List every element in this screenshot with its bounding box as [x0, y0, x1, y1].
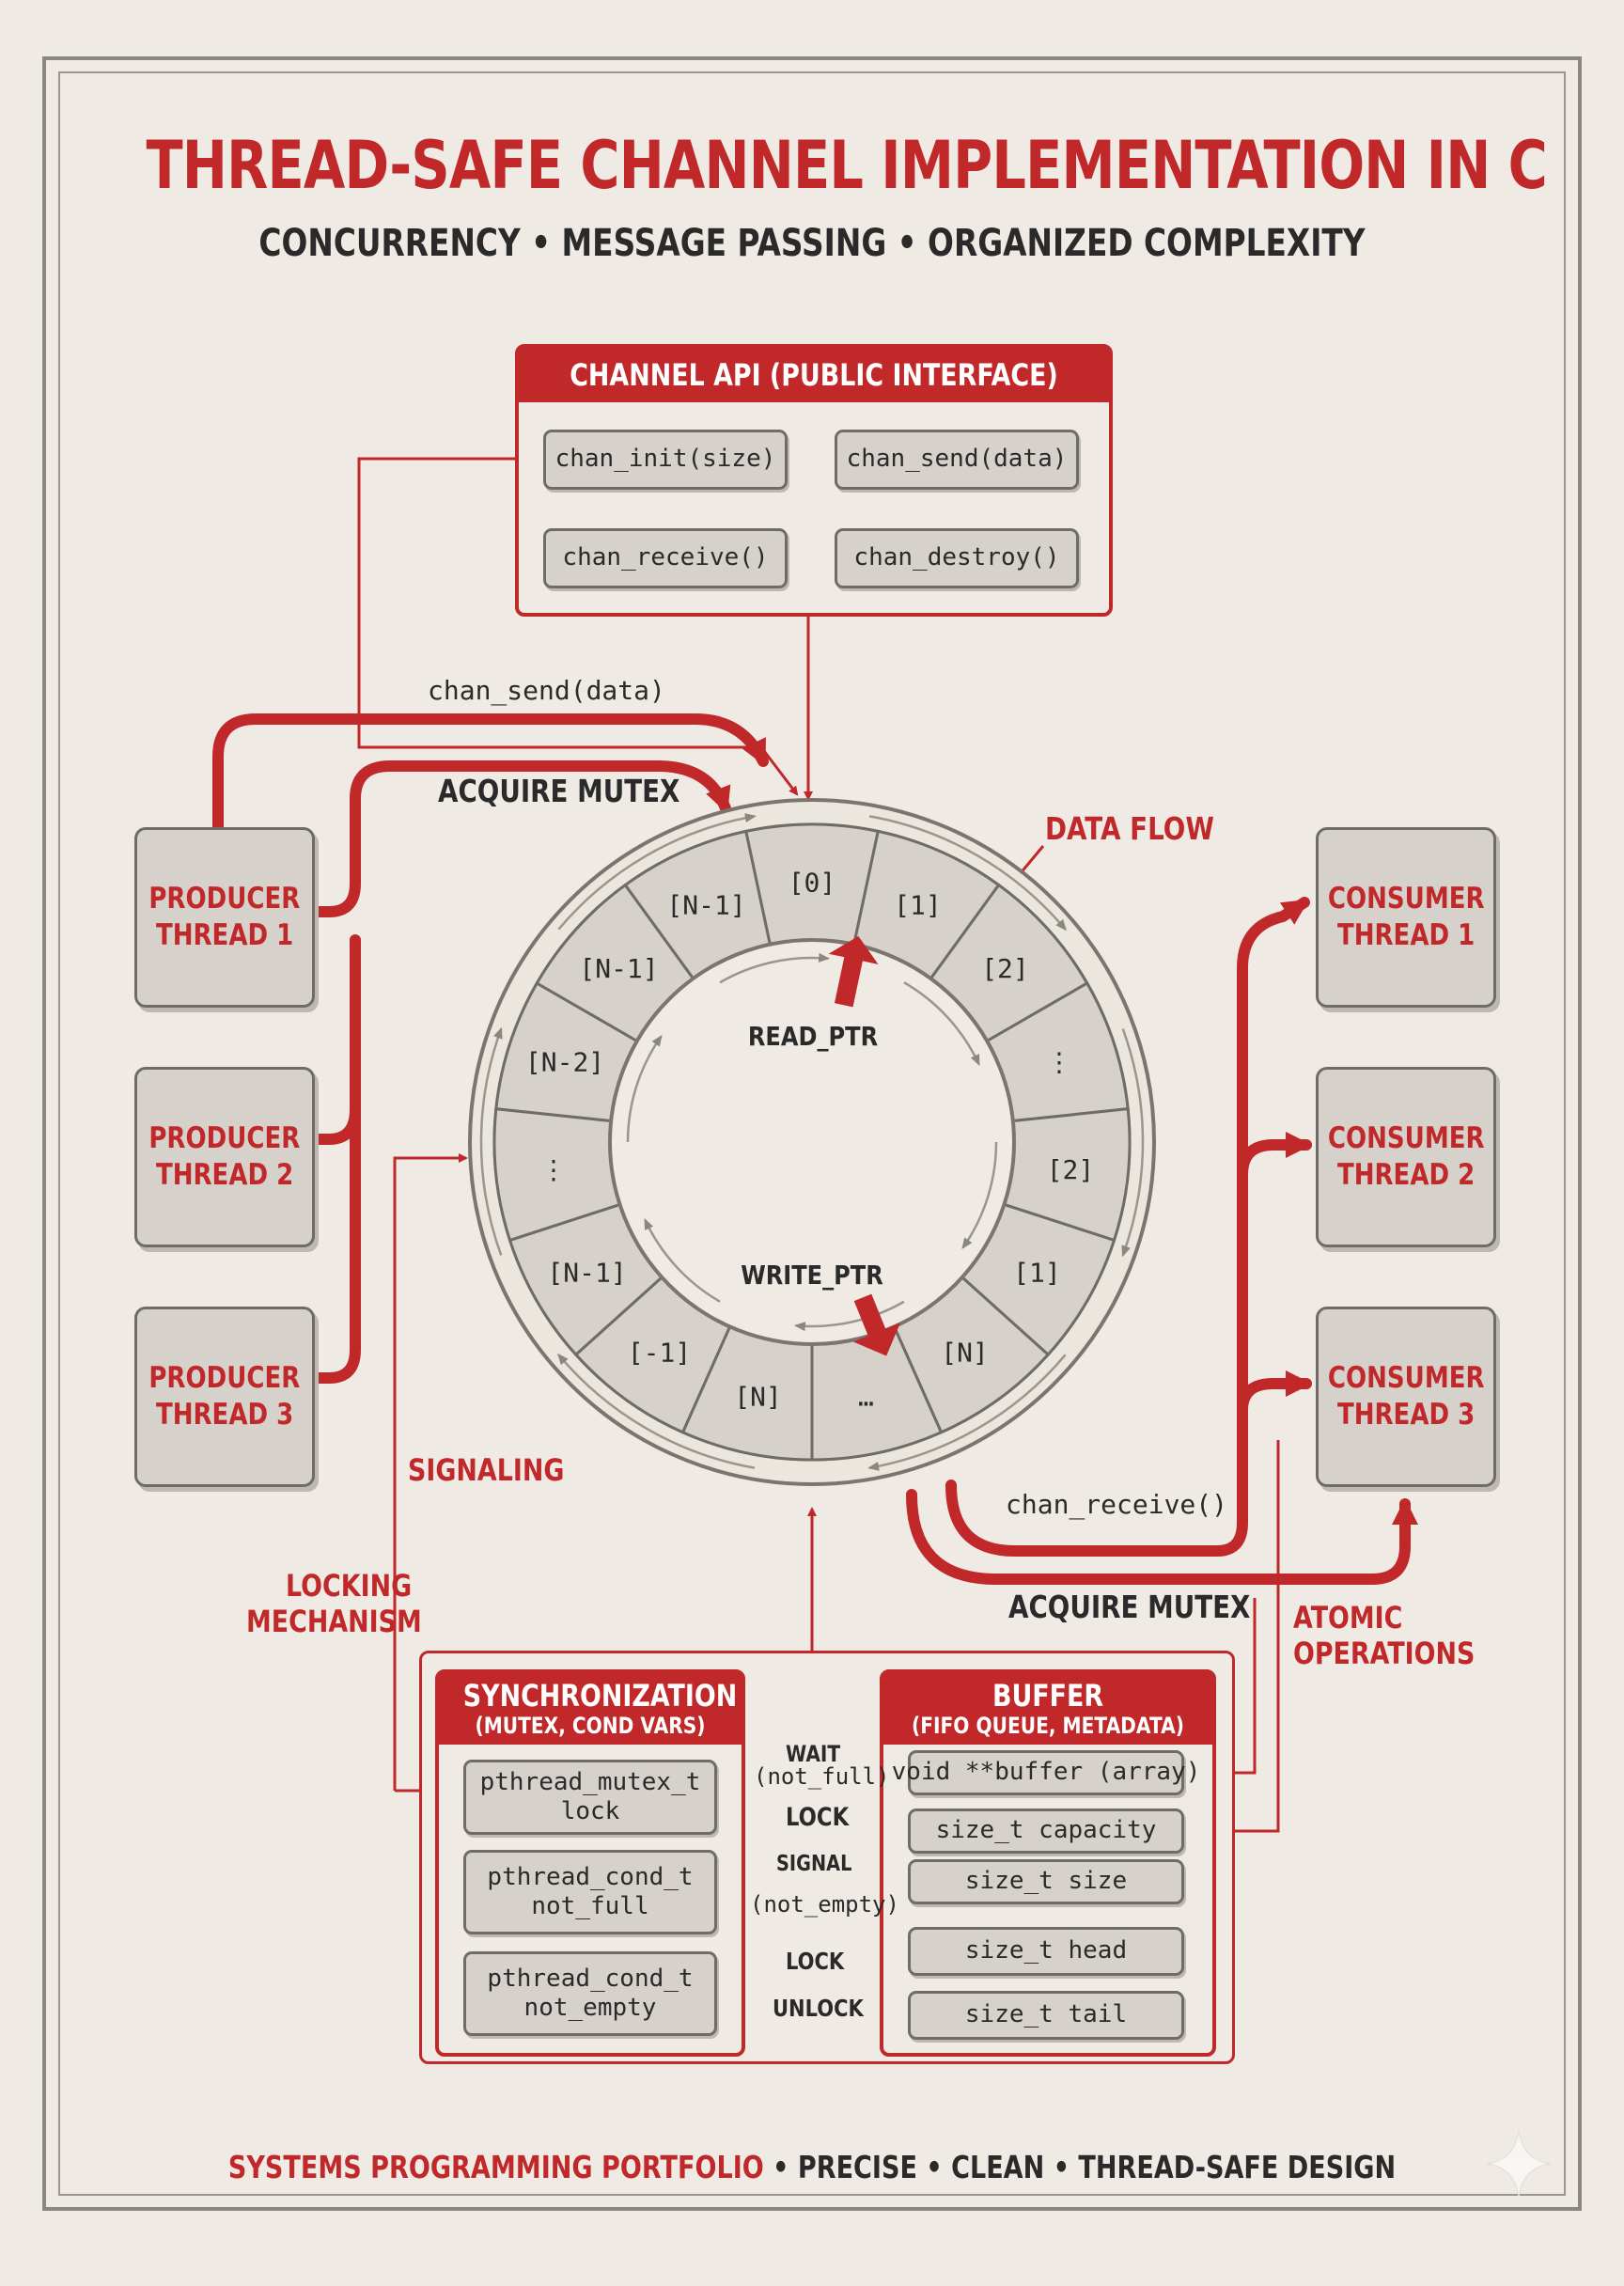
- data-flow-pointer: [1018, 845, 1045, 875]
- acquire-mutex-top-label: ACQUIRE MUTEX: [438, 773, 680, 809]
- wait-label: WAIT: [786, 1741, 841, 1767]
- consumer-thread-2[interactable]: CONSUMER THREAD 2: [1316, 1067, 1496, 1247]
- ring-slots: [0] [1] [2] ⋮ [2] [1] [N] … [N] [-1] [N-1] ⋮ [N-2] [N…: [492, 822, 1132, 1462]
- acquire-mutex-bottom-label: ACQUIRE MUTEX: [1008, 1589, 1251, 1625]
- ring-flow-arrows: [479, 813, 1145, 1471]
- ring-slot-label: [N-1]: [666, 889, 745, 920]
- not-empty-label: (not_empty): [750, 1891, 899, 1918]
- unlock-label: UNLOCK: [773, 1995, 864, 2022]
- chan-init-box[interactable]: chan_init(size): [543, 430, 788, 490]
- size-box[interactable]: size_t size: [908, 1859, 1184, 1904]
- capacity-box[interactable]: size_t capacity: [908, 1808, 1184, 1854]
- ring-slot-label: [N-1]: [579, 953, 658, 984]
- flow-arc: [626, 1034, 663, 1143]
- receive-call-label: chan_receive(): [1006, 1489, 1228, 1520]
- buffer-panel-subtitle: (FIFO QUEUE, METADATA): [912, 1713, 1184, 1739]
- consumer-thread-1[interactable]: CONSUMER THREAD 1: [1316, 827, 1496, 1008]
- sync-panel-header: SYNCHRONIZATION (MUTEX, COND VARS): [439, 1673, 742, 1745]
- page-subtitle: CONCURRENCY • MESSAGE PASSING • ORGANIZE…: [258, 222, 1366, 265]
- read-pointer-arrow: [828, 935, 879, 1008]
- buffer-panel-header: BUFFER (FIFO QUEUE, METADATA): [883, 1673, 1212, 1745]
- producer-thread-1[interactable]: PRODUCER THREAD 1: [134, 827, 315, 1008]
- flow-arc: [793, 1300, 905, 1332]
- ring-slot-label: [0]: [789, 868, 836, 899]
- consumer-thread-3[interactable]: CONSUMER THREAD 3: [1316, 1307, 1496, 1487]
- sync-panel-subtitle: (MUTEX, COND VARS): [475, 1713, 706, 1739]
- ring-slot-label: [2]: [1047, 1154, 1095, 1185]
- atomic-label-1: ATOMIC: [1293, 1600, 1403, 1636]
- chan-destroy-box[interactable]: chan_destroy(): [835, 528, 1079, 588]
- ring-slot-label: [N]: [734, 1381, 782, 1412]
- flow-arc: [868, 815, 1067, 932]
- flow-arc: [479, 1026, 503, 1256]
- lock-label: LOCK: [786, 1803, 850, 1832]
- write-pointer-label: WRITE_PTR: [741, 1260, 883, 1291]
- flow-arc: [1121, 1028, 1145, 1258]
- footer-tagline: • PRECISE • CLEAN • THREAD-SAFE DESIGN: [763, 2149, 1397, 2185]
- ring-slot-label: [N-1]: [547, 1257, 626, 1288]
- footer-portfolio: SYSTEMS PROGRAMMING PORTFOLIO: [227, 2149, 764, 2185]
- chan-send-box[interactable]: chan_send(data): [835, 430, 1079, 490]
- flow-arc: [903, 981, 980, 1066]
- data-flow-label: DATA FLOW: [1045, 810, 1214, 847]
- outer-frame: [42, 56, 1582, 2211]
- sync-panel-title: SYNCHRONIZATION: [462, 1678, 738, 1714]
- chan-receive-box[interactable]: chan_receive(): [543, 528, 788, 588]
- send-call-label: chan_send(data): [428, 675, 665, 706]
- cond-not-empty-box[interactable]: pthread_cond_t not_empty: [463, 1951, 717, 2036]
- signal-label: SIGNAL: [776, 1852, 852, 1876]
- flow-arc: [644, 1218, 721, 1303]
- lock2-label: LOCK: [786, 1948, 845, 1975]
- locking-label-1: LOCKING: [286, 1568, 413, 1604]
- producer-thread-2[interactable]: PRODUCER THREAD 2: [134, 1067, 315, 1247]
- head-box[interactable]: size_t head: [908, 1927, 1184, 1976]
- ring-slot-label: [1]: [894, 889, 942, 920]
- flow-arc: [867, 1354, 1067, 1471]
- ring-slot-label: …: [858, 1381, 874, 1412]
- locking-label-2: MECHANISM: [246, 1604, 422, 1639]
- channel-api-title: CHANNEL API (PUBLIC INTERFACE): [570, 357, 1058, 393]
- consumer-pipes: [906, 897, 1418, 1585]
- ring-slot-label: [2]: [981, 953, 1029, 984]
- flow-arc: [719, 952, 831, 984]
- ring-slot-label: [-1]: [628, 1338, 691, 1369]
- read-pointer-label: READ_PTR: [748, 1022, 878, 1052]
- channel-api-header: CHANNEL API (PUBLIC INTERFACE): [519, 348, 1109, 402]
- flow-arc: [557, 813, 757, 931]
- flow-arc: [961, 1141, 998, 1250]
- ring-slot-label: [1]: [1013, 1257, 1061, 1288]
- producer-thread-3[interactable]: PRODUCER THREAD 3: [134, 1307, 315, 1487]
- not-full-label: (not_full): [754, 1763, 890, 1790]
- producer-pipes: [212, 713, 769, 1384]
- cond-not-full-box[interactable]: pthread_cond_t not_full: [463, 1850, 717, 1934]
- tail-box[interactable]: size_t tail: [908, 1991, 1184, 2040]
- ring-slot-label: [N]: [941, 1338, 989, 1369]
- buffer-array-box[interactable]: void **buffer (array): [892, 1750, 1200, 1795]
- signaling-label: SIGNALING: [408, 1452, 565, 1488]
- mutex-lock-box[interactable]: pthread_mutex_t lock: [463, 1760, 717, 1835]
- ring-slot-label: ⋮: [1046, 1047, 1072, 1078]
- ring-slot-label: ⋮: [540, 1154, 567, 1185]
- buffer-panel-title: BUFFER: [992, 1678, 1104, 1714]
- flow-arc: [557, 1353, 756, 1469]
- inner-frame: [58, 71, 1566, 2196]
- atomic-label-2: OPERATIONS: [1293, 1636, 1476, 1671]
- ring-slot-label: [N-2]: [525, 1047, 604, 1078]
- api-side-lines: [357, 457, 813, 801]
- ring-inner-circle: [608, 938, 1016, 1346]
- page-title: THREAD-SAFE CHANNEL IMPLEMENTATION IN C: [146, 127, 1548, 204]
- footer: SYSTEMS PROGRAMMING PORTFOLIO • PRECISE …: [147, 2149, 1478, 2185]
- write-pointer-arrow: [852, 1293, 901, 1356]
